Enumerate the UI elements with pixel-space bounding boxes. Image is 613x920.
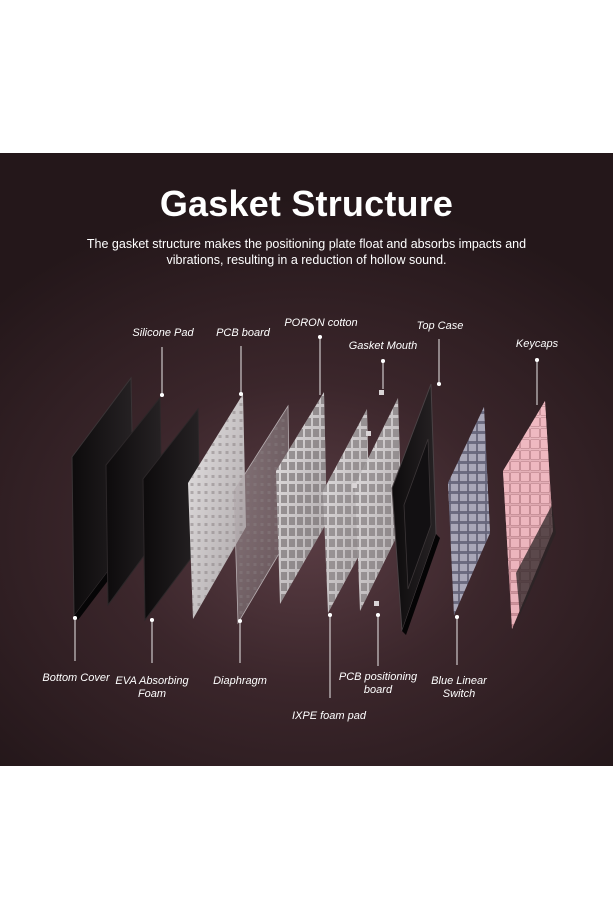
label-pcb-board: PCB board bbox=[216, 327, 270, 339]
label-blue-switch-line2: Switch bbox=[442, 688, 476, 700]
switch-layer bbox=[448, 407, 490, 615]
label-pcb-positioning-line2: board bbox=[363, 684, 393, 696]
ixpe-foam-layer bbox=[323, 409, 370, 613]
label-silicone-pad: Silicone Pad bbox=[132, 327, 194, 339]
label-eva-foam-line1: EVA Absorbing bbox=[115, 675, 189, 687]
page-subtitle: The gasket structure makes the positioni… bbox=[86, 237, 527, 267]
top-case-layer bbox=[391, 383, 440, 635]
gasket-mouth-tab bbox=[374, 601, 379, 606]
pcb-board-layer bbox=[188, 394, 246, 619]
label-eva-foam-line2: Foam bbox=[137, 688, 167, 700]
label-blue-switch: Blue Linear Switch bbox=[422, 675, 496, 701]
keycaps-layer bbox=[503, 401, 556, 629]
page-title: Gasket Structure bbox=[159, 183, 454, 224]
eva-foam-layer bbox=[105, 396, 201, 622]
poron-cotton-layer bbox=[276, 392, 327, 604]
gasket-mouth-tab bbox=[352, 483, 357, 488]
label-bottom-cover: Bottom Cover bbox=[42, 672, 110, 684]
label-ixpe-foam-pad: IXPE foam pad bbox=[292, 710, 366, 722]
label-keycaps: Keycaps bbox=[515, 338, 559, 350]
diagram-panel: Gasket Structure The gasket structure ma… bbox=[0, 153, 613, 766]
label-pcb-positioning: PCB positioning board bbox=[333, 671, 423, 697]
label-gasket-mouth: Gasket Mouth bbox=[348, 340, 418, 352]
label-diaphragm: Diaphragm bbox=[213, 675, 267, 687]
gasket-mouth-tab bbox=[379, 390, 384, 395]
leader-lines bbox=[72, 334, 540, 698]
label-pcb-positioning-line1: PCB positioning bbox=[338, 671, 418, 683]
label-top-case: Top Case bbox=[416, 320, 464, 332]
exploded-view bbox=[71, 334, 556, 698]
gasket-mouth-tab bbox=[366, 431, 371, 436]
label-eva-foam: EVA Absorbing Foam bbox=[111, 675, 193, 701]
label-blue-switch-line1: Blue Linear bbox=[431, 675, 487, 687]
label-poron-cotton: PORON cotton bbox=[284, 317, 358, 329]
pcb-positioning-layer bbox=[352, 390, 402, 611]
